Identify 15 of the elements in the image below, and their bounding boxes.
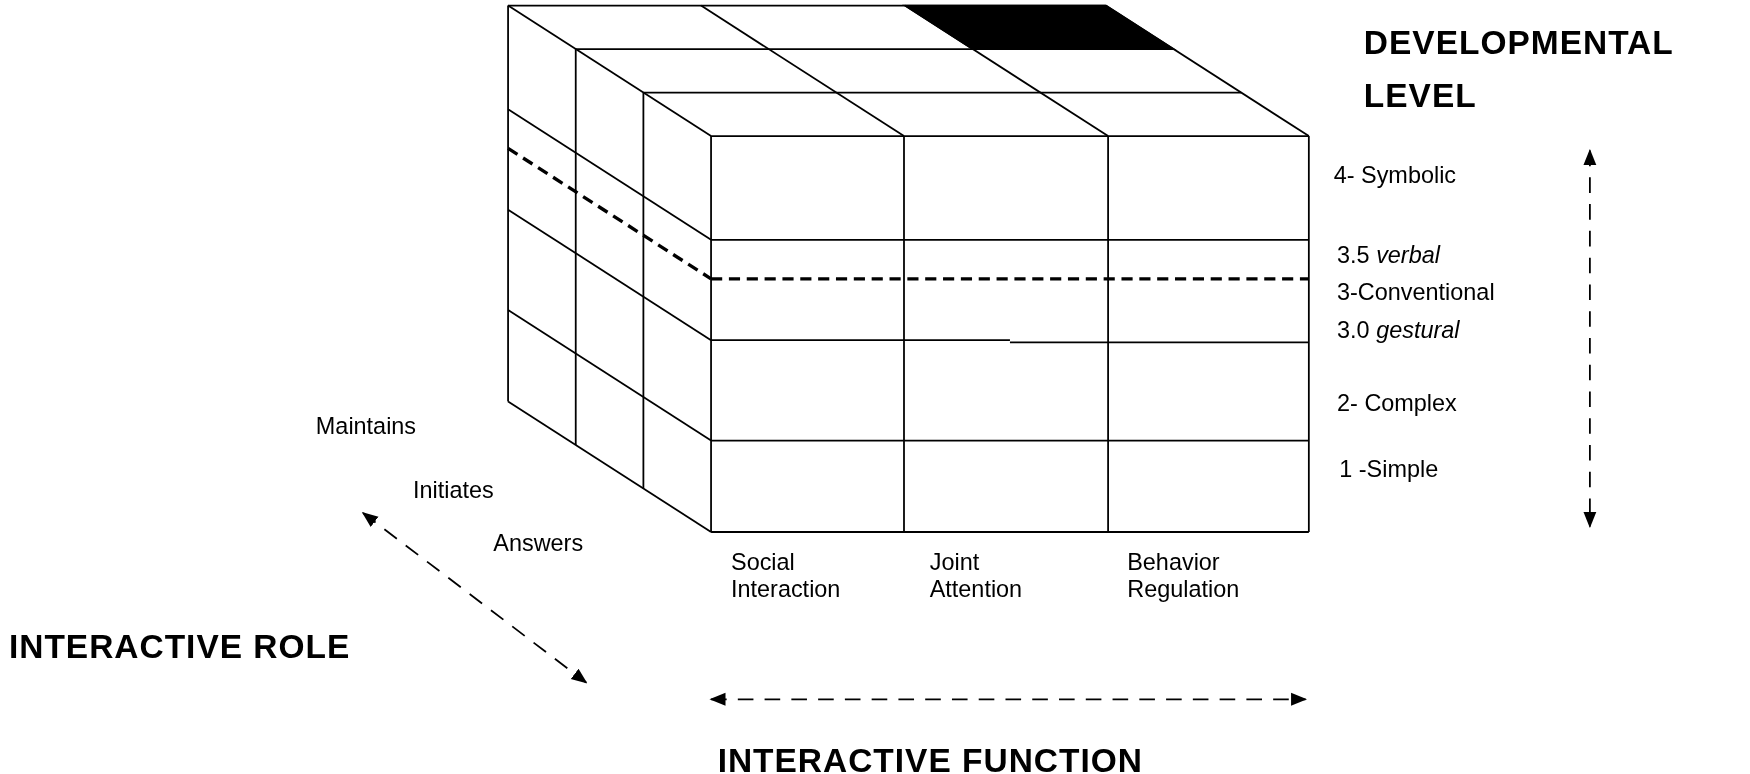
function-label: Joint Attention: [929, 549, 1024, 603]
role-label: Initiates: [412, 476, 495, 504]
level-label: 3.0 gestural: [1337, 316, 1461, 344]
axis-title: DEVELOPMENTAL LEVEL: [1363, 22, 1675, 117]
level-label: 2- Complex: [1337, 389, 1458, 417]
level-label: 3-Conventional: [1337, 279, 1496, 306]
function-label: Social Interaction: [731, 549, 842, 603]
axis-title: INTERACTIVE FUNCTION: [717, 742, 1144, 774]
level-label: 1 -Simple: [1339, 456, 1440, 484]
axis-title: INTERACTIVE ROLE: [8, 628, 352, 667]
role-label: Maintains: [315, 412, 418, 440]
level-label: 4- Symbolic: [1333, 161, 1458, 189]
function-label: Behavior Regulation: [1127, 549, 1241, 603]
level-label: 3.5 verbal: [1337, 242, 1442, 270]
role-label: Answers: [493, 530, 585, 558]
